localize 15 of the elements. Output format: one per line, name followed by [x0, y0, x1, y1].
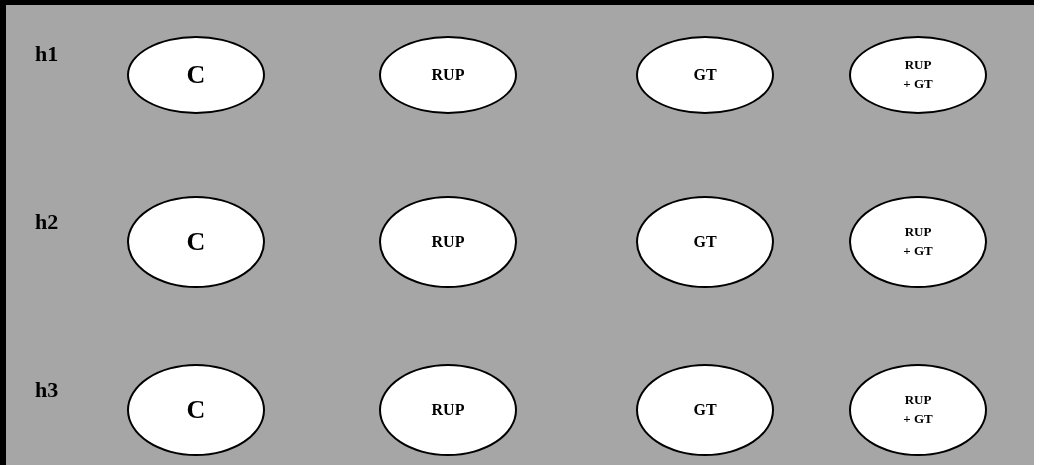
node-label: C: [185, 394, 207, 427]
node-label: RUP: [430, 232, 466, 253]
node-label: GT: [692, 65, 718, 86]
node-label: RUP + GT: [903, 391, 933, 428]
node-label: RUP: [430, 65, 466, 86]
node-label: C: [185, 59, 207, 92]
node-label: RUP: [430, 400, 466, 421]
node-label: C: [185, 226, 207, 259]
node-label: GT: [692, 400, 718, 421]
node-label: GT: [692, 232, 718, 253]
node-label: RUP + GT: [903, 56, 933, 93]
row-label: h2: [35, 209, 59, 235]
row-label: h1: [35, 41, 59, 67]
row-label: h3: [35, 377, 59, 403]
node-label: RUP + GT: [903, 223, 933, 260]
